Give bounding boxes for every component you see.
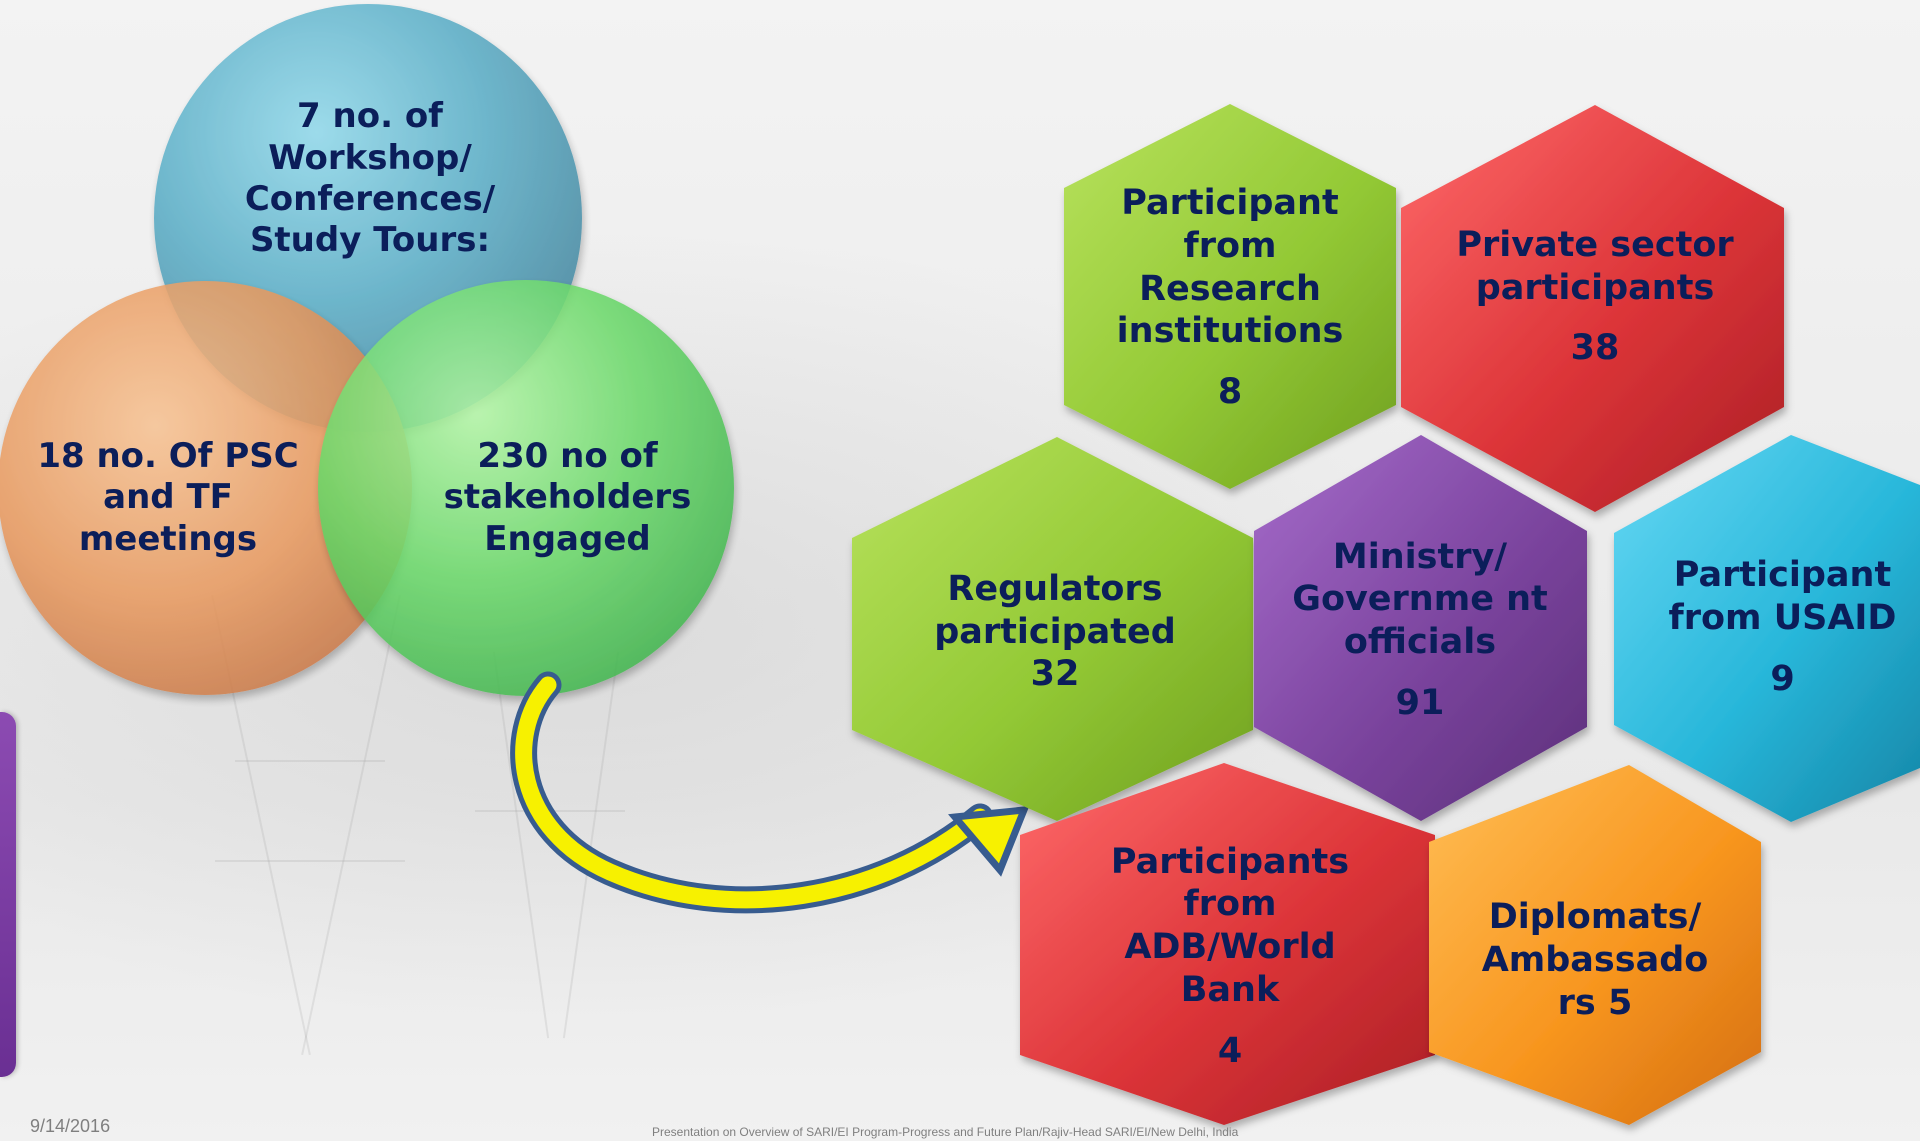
usaid-hexagon-label: Participant from USAID 9 [1660,545,1905,710]
venn-left-label: 18 no. Of PSC and TF meetings [28,428,308,568]
connector-arrow-body [515,676,989,909]
usaid-label: Participant from USAID [1668,555,1897,639]
ministry-hexagon [1254,435,1587,821]
research-label: Participant from Research institutions [1116,183,1344,352]
regulators-label: Regulators participated 32 [934,568,1176,695]
regulators-hexagon-label: Regulators participated 32 [910,562,1200,702]
research-value: 8 [1217,372,1243,413]
diplomats-label: Diplomats/ Ambassado rs 5 [1481,897,1709,1023]
ministry-value: 91 [1395,682,1445,723]
venn-right-circle [318,280,734,696]
venn-top-text: 7 no. of Workshop/ Conferences/ Study To… [244,96,496,261]
adb-label: Participants from ADB/World Bank [1110,841,1350,1010]
usaid-hexagon [1614,435,1920,822]
ministry-label: Ministry/ Governme nt officials [1292,536,1548,662]
private-sector-hexagon [1401,105,1784,512]
left-edge-purple-shape [0,712,16,1077]
venn-top-label: 7 no. of Workshop/ Conferences/ Study To… [210,84,530,274]
connector-arrow-head [948,805,1030,877]
private-sector-value: 38 [1570,328,1620,369]
background-tower-line [215,860,405,862]
background-tower-line [235,760,385,762]
venn-left-text: 18 no. Of PSC and TF meetings [37,435,299,559]
adb-value: 4 [1217,1030,1243,1071]
venn-right-label: 230 no of stakeholders Engaged [425,428,710,568]
usaid-value: 9 [1770,658,1795,699]
regulators-hexagon [852,437,1253,821]
adb-hexagon-label: Participants from ADB/World Bank 4 [1080,834,1380,1079]
venn-left-circle [0,281,412,695]
research-hexagon-label: Participant from Research institutions 8 [1100,173,1360,423]
adb-hexagon [1020,763,1435,1125]
diplomats-hexagon-label: Diplomats/ Ambassado rs 5 [1470,888,1720,1033]
private-sector-label: Private sector participants [1456,224,1734,308]
venn-right-text: 230 no of stakeholders Engaged [443,435,692,559]
private-sector-hexagon-label: Private sector participants 38 [1440,194,1750,400]
footer-date: 9/14/2016 [30,1116,111,1136]
ministry-hexagon-label: Ministry/ Governme nt officials 91 [1280,520,1560,740]
research-hexagon [1064,104,1396,489]
diplomats-hexagon [1429,765,1761,1125]
footer-presentation-note: Presentation on Overview of SARI/EI Prog… [652,1125,1239,1139]
